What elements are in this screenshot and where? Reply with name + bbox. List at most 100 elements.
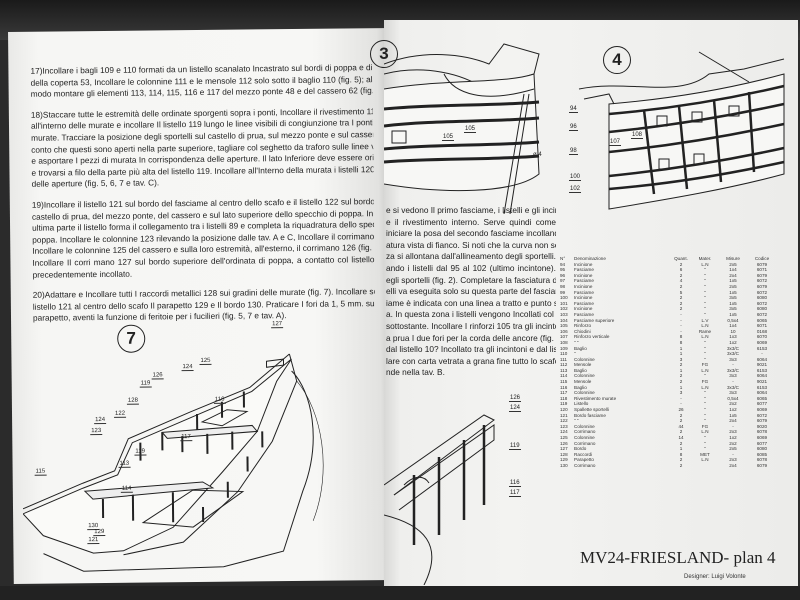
ship-bow-drawing bbox=[384, 43, 540, 214]
table-cell: Colonnine bbox=[574, 423, 595, 429]
part-label: 121 bbox=[87, 537, 100, 545]
table-cell: 4 bbox=[679, 278, 683, 284]
table-cell: Listello bbox=[574, 401, 589, 407]
table-cell: L.N bbox=[701, 261, 709, 267]
part-label: 94 bbox=[569, 106, 578, 113]
paragraph: 20)Adattare e Incollare tutti I raccordi… bbox=[33, 286, 375, 324]
part-label: 108 bbox=[631, 132, 644, 139]
part-label: 124 bbox=[181, 364, 194, 372]
part-label: 116 bbox=[213, 396, 226, 404]
table-cell: 99 bbox=[560, 289, 566, 295]
part-label: 122 bbox=[113, 410, 127, 418]
table-cell: 10 bbox=[730, 328, 736, 334]
table-cell: 113 bbox=[560, 367, 568, 373]
part-label: 124 bbox=[94, 416, 107, 425]
table-cell: 1x4 bbox=[729, 267, 737, 273]
table-cell: 2 bbox=[679, 462, 683, 468]
part-label: 114 bbox=[120, 485, 133, 493]
table-cell: 6079 bbox=[756, 418, 768, 424]
text-line: iame è indicata con una linea a tratto e… bbox=[386, 297, 556, 308]
table-cell: 6079 bbox=[756, 261, 768, 267]
right-page: 3 105 105 ø 4 4 bbox=[370, 20, 798, 592]
table-cell: 6080 bbox=[756, 295, 768, 301]
table-cell: 6065 bbox=[756, 317, 768, 323]
text-line: a prua I due fori per la corda delle anc… bbox=[386, 332, 556, 343]
table-cell: 0,5x4 bbox=[727, 395, 739, 401]
table-cell: " bbox=[704, 306, 706, 312]
table-cell: - bbox=[732, 362, 734, 368]
part-label: 96 bbox=[569, 124, 578, 131]
table-cell: 117 bbox=[560, 390, 568, 396]
table-cell: " bbox=[704, 311, 706, 317]
table-cell: 2 bbox=[679, 362, 683, 368]
table-cell: " " bbox=[574, 339, 579, 345]
table-cell: 1x5 bbox=[729, 289, 737, 295]
table-cell: 6079 bbox=[756, 272, 768, 278]
table-cell: FG bbox=[701, 362, 709, 368]
table-cell: FG bbox=[701, 379, 709, 385]
table-cell: " bbox=[574, 351, 576, 357]
text-line: egli sportelli (fig. 2). Completare la f… bbox=[386, 274, 556, 285]
table-cell: " bbox=[704, 289, 706, 295]
table-cell: 0168 bbox=[756, 328, 768, 334]
table-cell: 116 bbox=[560, 384, 568, 390]
table-cell: 3x3 bbox=[729, 390, 737, 396]
table-cell: 1 bbox=[679, 384, 683, 390]
table-cell: L.N bbox=[701, 323, 709, 329]
table-cell: Rinforzo bbox=[574, 323, 592, 329]
table-cell: 2 bbox=[679, 373, 683, 379]
table-cell: " bbox=[704, 272, 706, 278]
ship-deck-drawing bbox=[22, 353, 324, 572]
table-cell: L.N bbox=[701, 457, 709, 463]
table-cell: 1x4 bbox=[729, 323, 737, 329]
table-cell: 2 bbox=[679, 300, 683, 306]
table-cell: L.N bbox=[701, 429, 709, 435]
table-cell: " bbox=[704, 412, 706, 418]
designer-credit: Designer: Luigi Volonte bbox=[684, 574, 746, 580]
table-cell: 3x3/C bbox=[726, 367, 739, 373]
table-cell: " bbox=[704, 446, 706, 452]
figure-number: 3 bbox=[370, 40, 398, 68]
table-cell: 1x3 bbox=[729, 334, 737, 340]
table-cell: 2 bbox=[679, 261, 683, 267]
table-cell: 5 bbox=[679, 289, 683, 295]
table-cell: Fasciame bbox=[574, 267, 594, 273]
table-cell: 6077 bbox=[756, 440, 768, 446]
table-cell: Incinione bbox=[574, 272, 593, 278]
table-cell: 6072 bbox=[756, 412, 768, 418]
table-cell: Fasciame bbox=[574, 289, 594, 295]
part-label: 100 bbox=[569, 174, 582, 181]
table-cell: Colonnine bbox=[574, 390, 595, 396]
table-cell: 110 bbox=[560, 351, 568, 357]
table-cell: 2x5 bbox=[729, 261, 737, 267]
table-cell: 115 bbox=[560, 379, 568, 385]
table-cell: 8 bbox=[679, 451, 683, 457]
table-cell: - bbox=[761, 351, 763, 357]
table-cell: " bbox=[704, 395, 706, 401]
table-cell: - bbox=[732, 451, 734, 457]
part-label: 124 bbox=[509, 405, 522, 412]
table-cell: 6153 bbox=[756, 367, 768, 373]
table-cell: 96 bbox=[560, 272, 566, 278]
table-cell: 126 bbox=[560, 440, 568, 446]
table-cell: 6085 bbox=[756, 451, 768, 457]
part-label: 107 bbox=[609, 139, 622, 146]
text-line: atura vista di fianco. Si noti che la cu… bbox=[386, 239, 556, 250]
table-cell: 107 bbox=[560, 334, 568, 340]
table-cell: Raccordi bbox=[574, 451, 593, 457]
table-cell: 2x4 bbox=[729, 462, 737, 468]
table-cell: 114 bbox=[560, 373, 568, 379]
table-cell: Colonnine bbox=[574, 356, 595, 362]
table-cell: Colonnine bbox=[574, 435, 595, 440]
table-cell: 9021 bbox=[756, 379, 768, 385]
table-row: 110"1"3x3/C- bbox=[560, 351, 790, 357]
table-cell: " bbox=[704, 435, 706, 440]
